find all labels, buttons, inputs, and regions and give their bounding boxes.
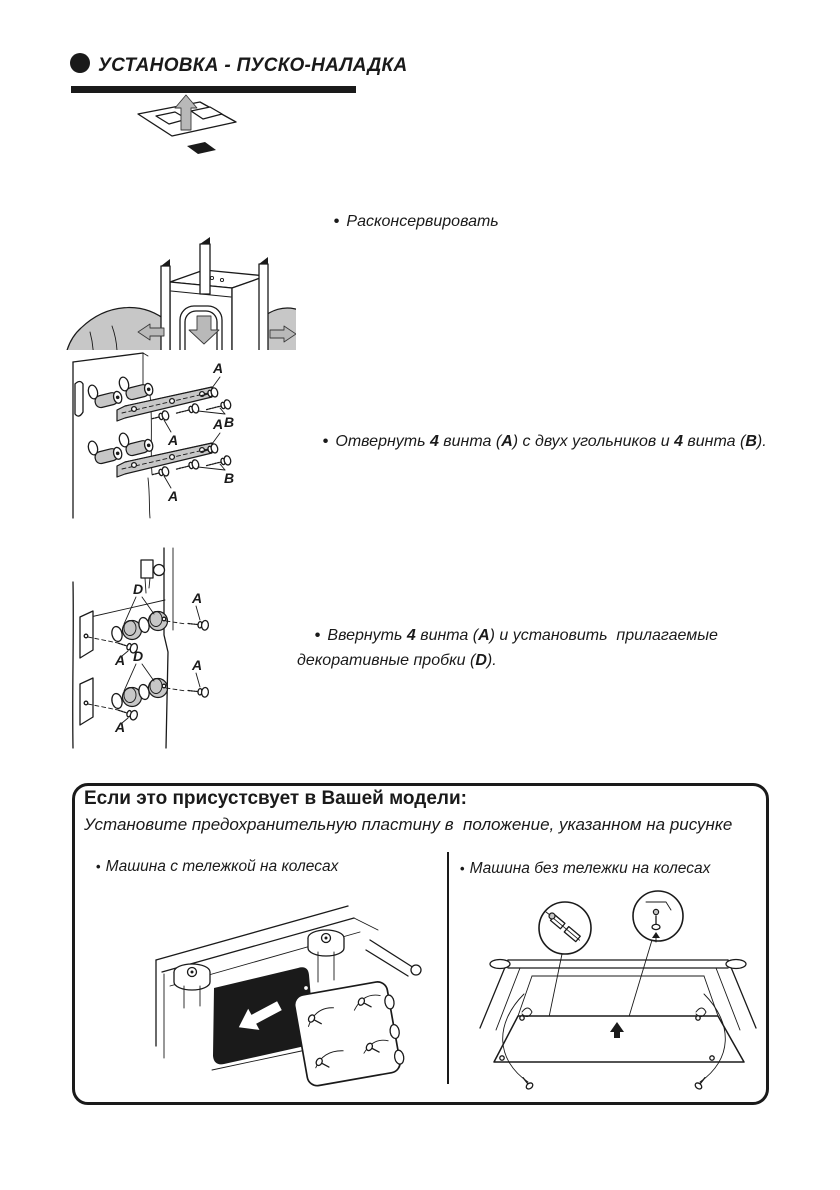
washing-machine: [169, 269, 267, 350]
screw-a: [200, 387, 219, 398]
step-text: Отвернуть 4 винта (A) с двух угольников …: [335, 432, 767, 450]
screw-a: [117, 709, 139, 721]
title-underline: [71, 86, 356, 93]
screw-a: [117, 642, 139, 654]
label-a: A: [191, 657, 202, 673]
label-a: A: [212, 360, 223, 376]
trolley-wheel: [307, 929, 345, 983]
screw-b: [175, 403, 200, 414]
service-opening: [211, 967, 315, 1071]
machine-underside: [479, 958, 757, 1031]
insert-arrow: [238, 1001, 282, 1030]
unpacking-diagram: [66, 94, 296, 350]
label-a: A: [114, 719, 125, 735]
bullet-dot: •: [322, 432, 329, 450]
foam-pad: [187, 142, 216, 154]
screw-b: [205, 399, 232, 411]
step-remove-screws: • Отвернуть 4 винта (A) с двух угольников…: [305, 403, 835, 480]
caption-text: Машина без тележки на колесах: [469, 860, 711, 877]
support-arm: [365, 939, 422, 977]
protective-plate: [293, 981, 405, 1087]
plug-installation-diagram: D A A D A: [72, 547, 210, 749]
label-a: A: [212, 416, 223, 432]
trolley-wheel: [173, 963, 211, 1009]
clip-callout: [538, 901, 592, 1023]
label-b: B: [224, 470, 234, 486]
label-d: D: [133, 581, 143, 597]
step-install-plugs: •Ввернуть 4 винта (A) и установить прила…: [297, 597, 755, 699]
bullet-dot: •: [314, 626, 321, 644]
bullet-dot: •: [460, 861, 465, 876]
machine-with-trolley-diagram: [155, 905, 422, 1087]
screw-b: [205, 455, 232, 467]
bracket-group-bottom: A B A: [87, 416, 234, 504]
corner-fixings: [499, 993, 726, 1090]
caption-with-trolley: • Машина с тележкой на колесах: [96, 858, 338, 876]
notice-subheading: Установите предохранительную пластину в …: [84, 815, 733, 834]
bullet-dot: •: [333, 212, 340, 230]
notice-heading: Если это присустсвует в Вашей модели:: [84, 788, 467, 809]
label-a: A: [191, 590, 202, 606]
page-title: УСТАНОВКА - ПУСКО-НАЛАДКА: [98, 55, 408, 76]
plug-group-bottom: D A A: [87, 648, 210, 735]
step-text: Ввернуть 4 винта (A) и установить прилаг…: [297, 626, 723, 670]
column-divider: [447, 852, 449, 1084]
down-arrow: [188, 315, 220, 345]
corner-posts: [160, 237, 269, 350]
plug-group-top: D A A: [87, 581, 210, 668]
caption-text: Машина с тележкой на колесах: [105, 858, 339, 875]
label-a: A: [167, 432, 178, 448]
hinge-clip: [140, 559, 166, 594]
up-arrow: [174, 94, 198, 131]
label-b: B: [224, 414, 234, 430]
screw-a: [151, 466, 170, 477]
caption-without-trolley: • Машина без тележки на колесах: [460, 860, 710, 878]
screw-a: [187, 686, 210, 698]
machine-back: [72, 352, 153, 519]
section-bullet-dot: [70, 53, 90, 73]
label-a: A: [114, 652, 125, 668]
screw-a: [200, 443, 219, 454]
base-plate: [493, 1015, 745, 1063]
screw-a: [187, 619, 210, 631]
screw-a: [151, 410, 170, 421]
left-arrow: [137, 323, 165, 341]
label-d: D: [133, 648, 143, 664]
label-a: A: [167, 488, 178, 504]
screw-b: [175, 459, 200, 470]
machine-without-trolley-diagram: [479, 890, 757, 1090]
right-arrow: [269, 325, 296, 343]
step-text: Расконсервировать: [346, 212, 499, 230]
bullet-dot: •: [96, 859, 101, 874]
step-unpack: • Расконсервировать: [316, 183, 736, 260]
bracket-group-top: A B A: [87, 360, 234, 448]
machine-back-panel: [72, 547, 174, 749]
bracket-removal-diagram: A B A A B A: [72, 352, 234, 519]
screw-callout: [627, 890, 684, 1021]
